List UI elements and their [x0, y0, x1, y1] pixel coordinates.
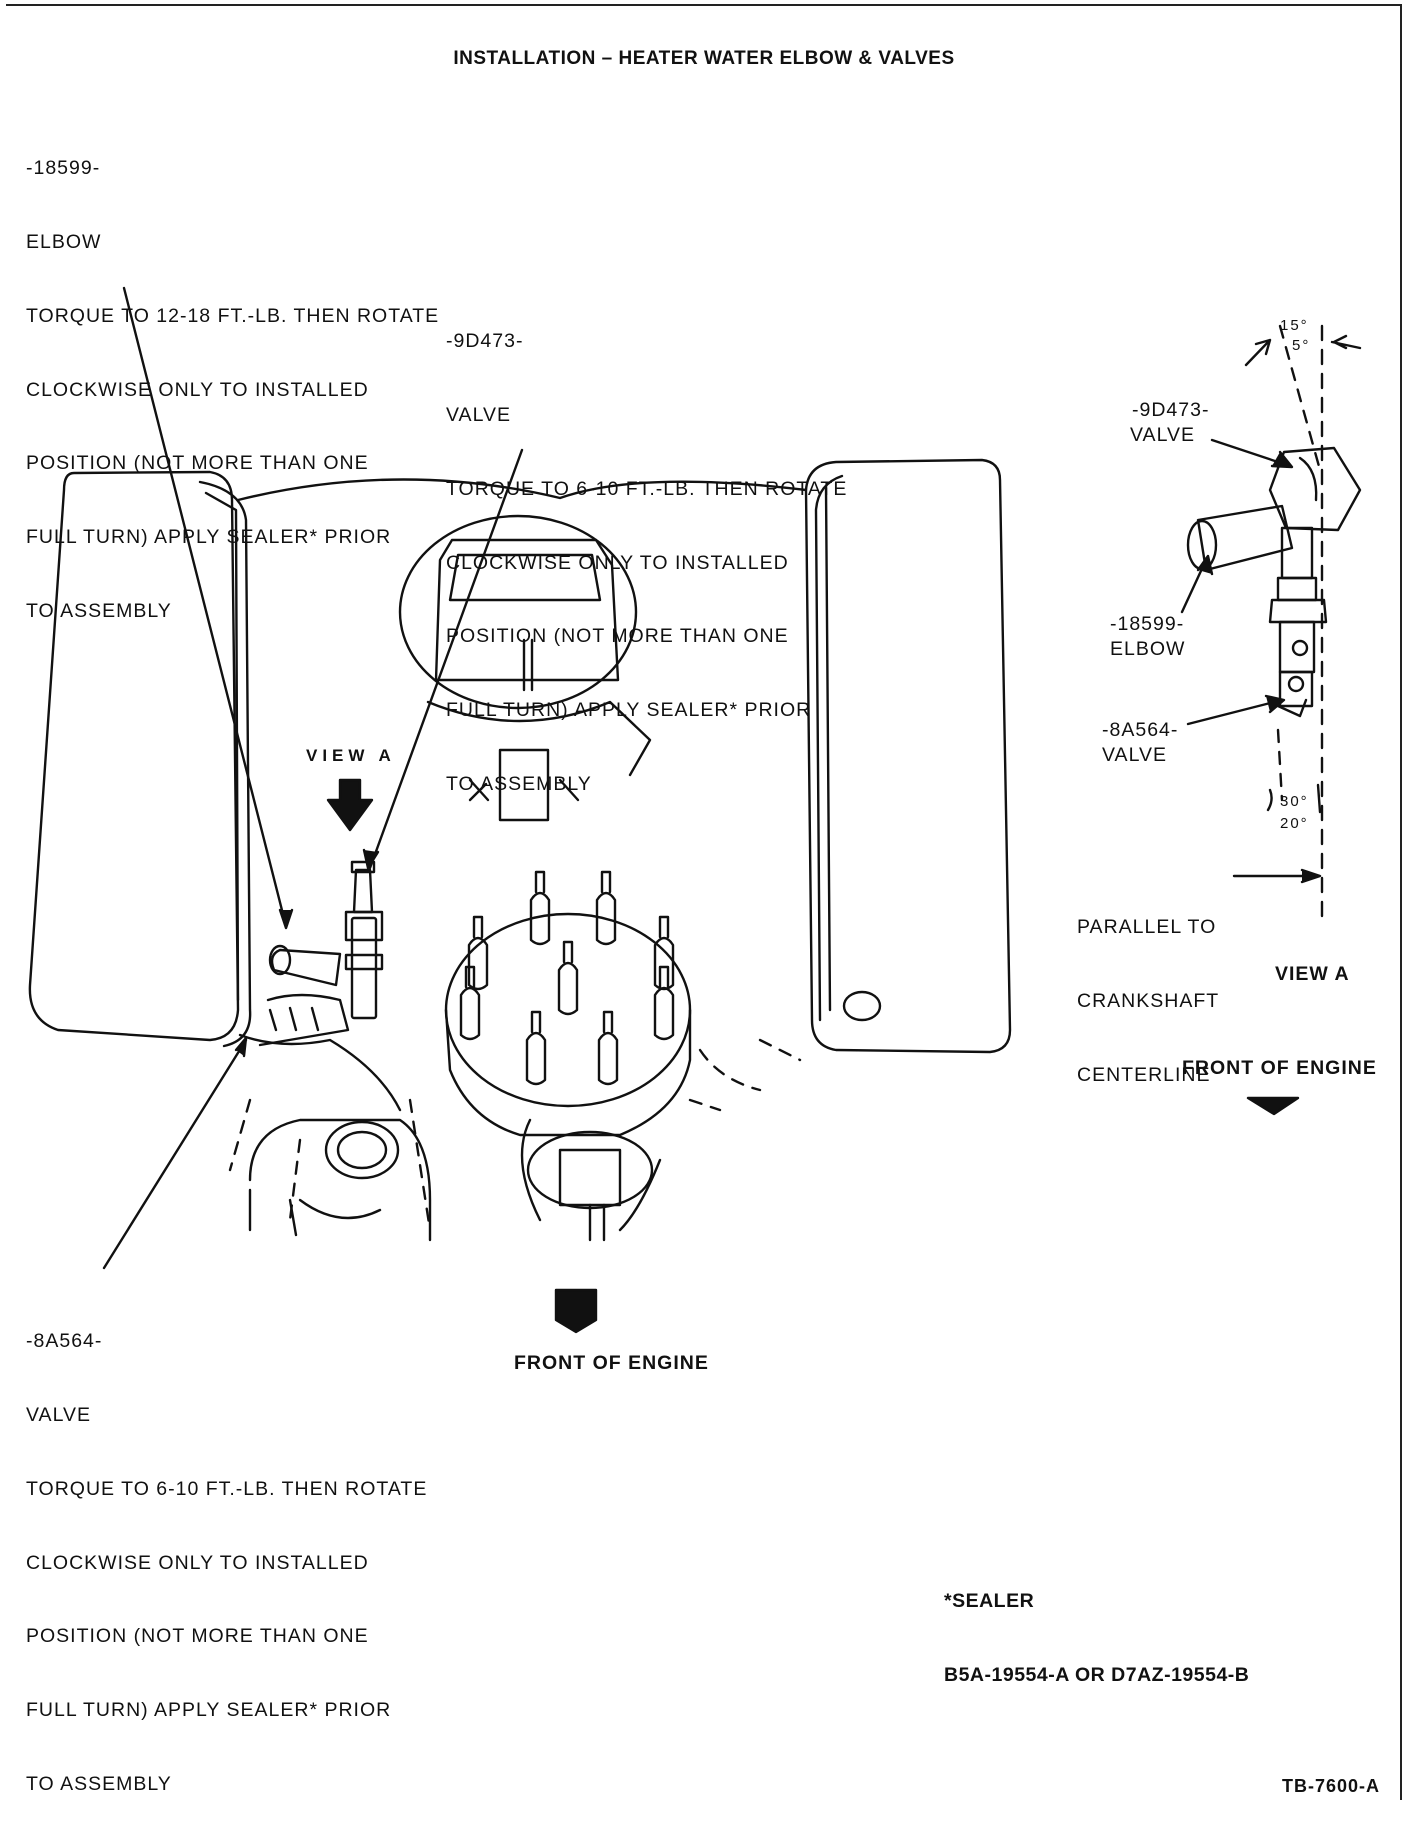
callout-elbow-line: CLOCKWISE ONLY TO INSTALLED — [26, 378, 369, 401]
distributor — [444, 912, 692, 1242]
distributor-tower — [595, 870, 617, 946]
view-a-detail-drawing — [1180, 324, 1362, 924]
angle-bottom-max-label: 30° — [1280, 793, 1309, 810]
callout-valve-9d473-name: VALVE — [446, 403, 511, 426]
angle-top-max-label: 15° — [1280, 317, 1309, 334]
distributor-tower — [597, 1010, 619, 1086]
callout-elbow-name: ELBOW — [26, 230, 102, 253]
page-frame — [6, 4, 1402, 1800]
callout-valve-8a564-line: CLOCKWISE ONLY TO INSTALLED — [26, 1551, 369, 1574]
callout-elbow: -18599- ELBOW TORQUE TO 12-18 FT.-LB. TH… — [26, 107, 439, 648]
callout-valve-9d473-line: CLOCKWISE ONLY TO INSTALLED — [446, 551, 789, 574]
callout-elbow-line: TO ASSEMBLY — [26, 599, 172, 622]
valve-9d473-leader-line — [368, 448, 524, 870]
engine-block-lower — [248, 1118, 432, 1242]
callout-elbow-part: -18599- — [26, 157, 101, 180]
callout-valve-9d473-line: TO ASSEMBLY — [446, 772, 592, 795]
right-valve-cover — [804, 458, 1012, 1054]
callout-elbow-line: FULL TURN) APPLY SEALER* PRIOR — [26, 526, 392, 549]
view-a-valve-bottom-name: VALVE — [1102, 744, 1167, 766]
distributor-tower — [529, 870, 551, 946]
callout-valve-8a564-part: -8A564- — [26, 1330, 103, 1353]
front-of-engine-main-label: FRONT OF ENGINE — [514, 1352, 709, 1374]
intake-manifold-outline — [236, 478, 808, 502]
view-a-arrow — [326, 778, 374, 832]
parallel-line: CRANKSHAFT — [1077, 989, 1220, 1012]
elbow-leader-line — [122, 286, 288, 928]
view-a-caption: VIEW A — [1275, 963, 1350, 985]
valve-8a564-leader-line — [102, 1038, 248, 1270]
callout-elbow-line: POSITION (NOT MORE THAN ONE — [26, 452, 369, 475]
view-a-elbow-part: -18599- — [1110, 613, 1185, 635]
left-valve-cover — [28, 470, 252, 1048]
view-a-marker-label: VIEW A — [306, 746, 396, 765]
distributor-tower — [467, 915, 489, 991]
callout-valve-9d473-line: POSITION (NOT MORE THAN ONE — [446, 625, 789, 648]
carburetor — [398, 514, 652, 822]
view-a-valve-top-name: VALVE — [1130, 424, 1195, 446]
callout-valve-8a564-line: TO ASSEMBLY — [26, 1772, 172, 1795]
parallel-line: CENTERLINE — [1077, 1063, 1211, 1086]
front-of-engine-arrow — [554, 1288, 598, 1334]
parallel-line: PARALLEL TO — [1077, 916, 1217, 939]
callout-valve-8a564-line: TORQUE TO 6-10 FT.-LB. THEN ROTATE — [26, 1477, 428, 1500]
distributor-towers — [459, 870, 675, 1086]
view-a-valve-bottom-part: -8A564- — [1102, 719, 1179, 741]
callout-valve-8a564: -8A564- VALVE TORQUE TO 6-10 FT.-LB. THE… — [26, 1280, 427, 1821]
callout-elbow-line: TORQUE TO 12-18 FT.-LB. THEN ROTATE — [26, 304, 440, 327]
sealer-spec: B5A-19554-A OR D7AZ-19554-B — [944, 1663, 1250, 1686]
sealer-heading: *SEALER — [944, 1590, 1035, 1613]
distributor-tower — [557, 940, 579, 1016]
callout-valve-8a564-name: VALVE — [26, 1403, 91, 1426]
view-a-front-arrow — [1246, 1096, 1300, 1116]
callout-valve-8a564-line: POSITION (NOT MORE THAN ONE — [26, 1625, 369, 1648]
distributor-tower — [525, 1010, 547, 1086]
distributor-tower — [653, 915, 675, 991]
sealer-note: *SEALER B5A-19554-A OR D7AZ-19554-B — [944, 1540, 1249, 1712]
callout-valve-8a564-line: FULL TURN) APPLY SEALER* PRIOR — [26, 1699, 392, 1722]
figure-id: TB-7600-A — [1282, 1776, 1381, 1796]
page-title: INSTALLATION – HEATER WATER ELBOW & VALV… — [453, 48, 955, 69]
callout-valve-9d473-part: -9D473- — [446, 330, 524, 353]
heater-elbow-assembly — [258, 860, 384, 1047]
view-a-valve-top-part: -9D473- — [1132, 399, 1210, 421]
distributor-tower — [653, 965, 675, 1041]
angle-top-min-label: 5° — [1292, 337, 1311, 354]
engine-block-detail — [228, 1038, 802, 1232]
angle-bottom-min-label: 20° — [1280, 815, 1309, 832]
callout-valve-9d473: -9D473- VALVE TORQUE TO 6-10 FT.-LB. THE… — [446, 280, 847, 821]
parallel-to-crankshaft-label: PARALLEL TO CRANKSHAFT CENTERLINE — [1077, 866, 1219, 1112]
distributor-tower — [459, 965, 481, 1041]
view-a-elbow-name: ELBOW — [1110, 638, 1186, 660]
view-a-front-of-engine-label: FRONT OF ENGINE — [1182, 1057, 1377, 1079]
